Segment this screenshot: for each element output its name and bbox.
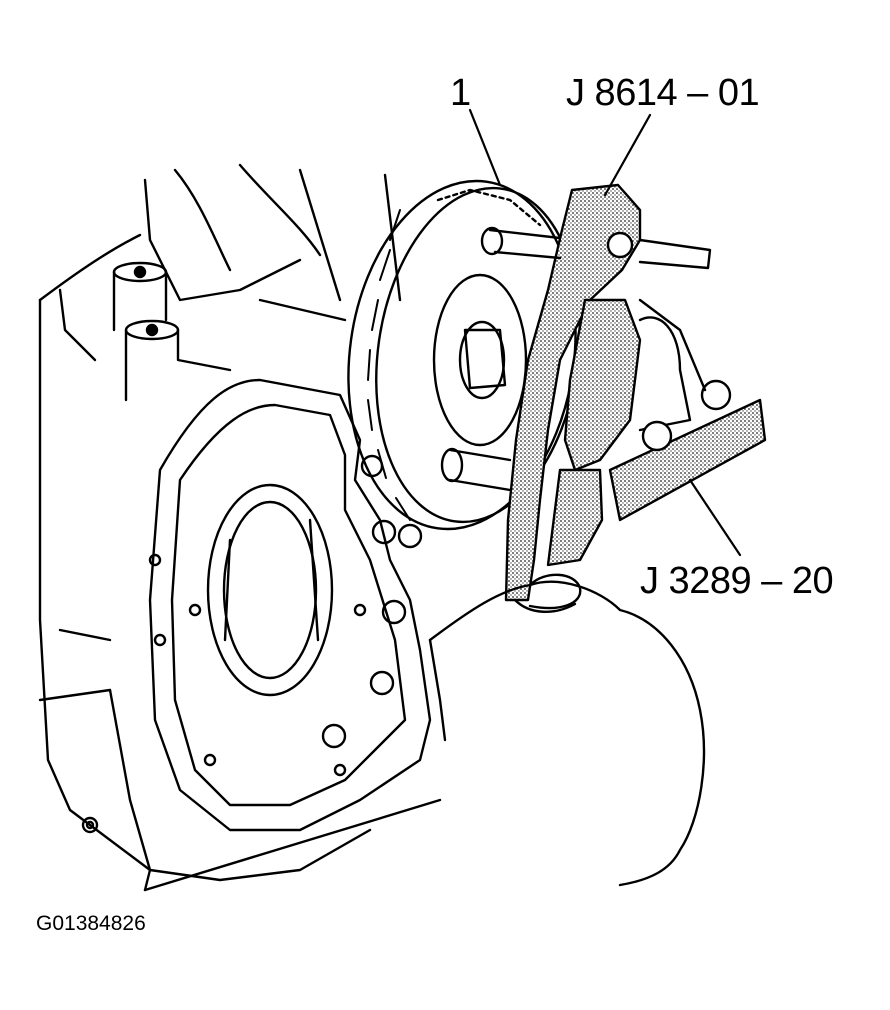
front-cover <box>81 378 432 834</box>
cover-bolts <box>321 454 423 749</box>
engine-block <box>38 163 442 892</box>
tool-puller <box>440 183 712 602</box>
callout-part-1: 1 <box>450 72 471 114</box>
figure-id: G01384826 <box>36 912 146 935</box>
callout-tool-j8614: J 8614 – 01 <box>566 72 760 114</box>
hand <box>428 573 706 887</box>
block-posts <box>112 261 232 402</box>
callout-tool-j3289: J 3289 – 20 <box>640 560 834 602</box>
leader-lines <box>468 108 742 557</box>
tool-fixture <box>608 298 767 522</box>
